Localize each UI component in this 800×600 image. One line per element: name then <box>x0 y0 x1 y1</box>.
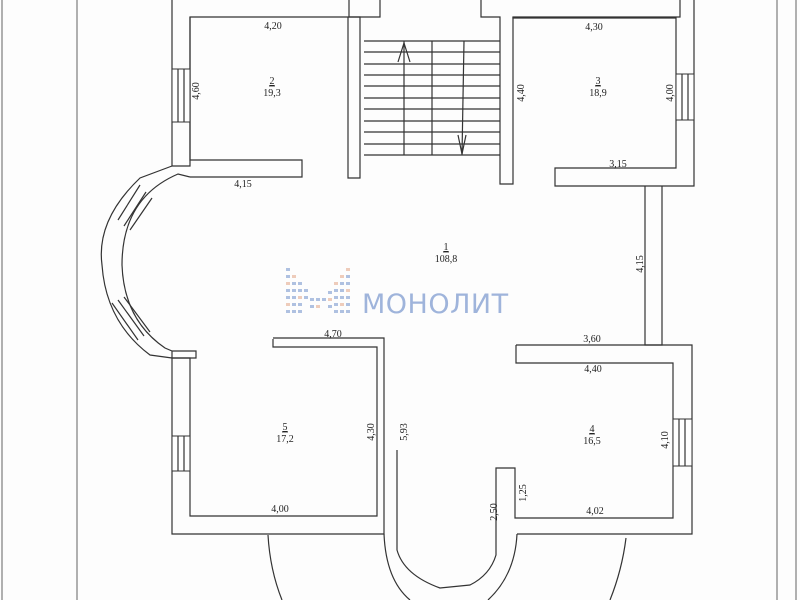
dimension-label: 5,93 <box>399 423 410 441</box>
window-room-2 <box>171 68 191 123</box>
svg-text:17,2: 17,2 <box>276 434 294 445</box>
window-room-4 <box>672 418 693 467</box>
svg-text:2: 2 <box>270 76 275 87</box>
svg-text:108,8: 108,8 <box>435 254 458 265</box>
dimension-label: 4,20 <box>264 21 282 32</box>
svg-text:19,3: 19,3 <box>263 88 281 99</box>
window-bay-lower <box>111 296 151 341</box>
watermark-brand: МОНОЛИТ <box>362 289 509 320</box>
dimension-label: 1,25 <box>518 484 529 502</box>
dimension-label: 3,60 <box>583 334 601 345</box>
dimension-label: 4,10 <box>660 431 671 449</box>
dimension-label: 3,15 <box>609 159 627 170</box>
dimension-label: 4,40 <box>584 364 602 375</box>
monolit-logo-icon <box>286 268 350 313</box>
dimension-labels: 4,20 4,60 4,15 4,30 4,40 4,00 3,15 4,15 3,60 4,40… <box>191 21 676 521</box>
window-bay-upper <box>117 184 153 231</box>
room-label-3: 318,9 <box>589 76 607 99</box>
window-room-3 <box>675 73 695 121</box>
svg-text:4: 4 <box>590 424 595 435</box>
arrow-up-icon <box>397 41 411 63</box>
svg-text:5: 5 <box>283 422 288 433</box>
room-label-4: 416,5 <box>583 424 601 447</box>
window-room-5 <box>171 435 191 472</box>
dimension-label: 4,15 <box>635 255 646 273</box>
dimension-label: 4,60 <box>191 82 202 100</box>
dimension-label: 4,00 <box>271 504 289 515</box>
dimension-label: 4,15 <box>234 179 252 190</box>
arrow-down-icon <box>457 134 467 155</box>
svg-text:1: 1 <box>444 242 449 253</box>
windows <box>111 68 695 472</box>
svg-text:18,9: 18,9 <box>589 88 607 99</box>
dimension-label: 4,00 <box>665 84 676 102</box>
staircase <box>364 40 500 156</box>
dimension-label: 2,50 <box>489 503 500 521</box>
dimension-label: 4,02 <box>586 506 604 517</box>
dimension-label: 4,40 <box>516 84 527 102</box>
svg-text:16,5: 16,5 <box>583 436 601 447</box>
dimension-label: 4,30 <box>585 22 603 33</box>
room-label-2: 219,3 <box>263 76 281 99</box>
room-label-5: 517,2 <box>276 422 294 445</box>
svg-text:3: 3 <box>596 76 601 87</box>
dimension-label: 4,30 <box>366 423 377 441</box>
dimension-label: 4,70 <box>324 329 342 340</box>
